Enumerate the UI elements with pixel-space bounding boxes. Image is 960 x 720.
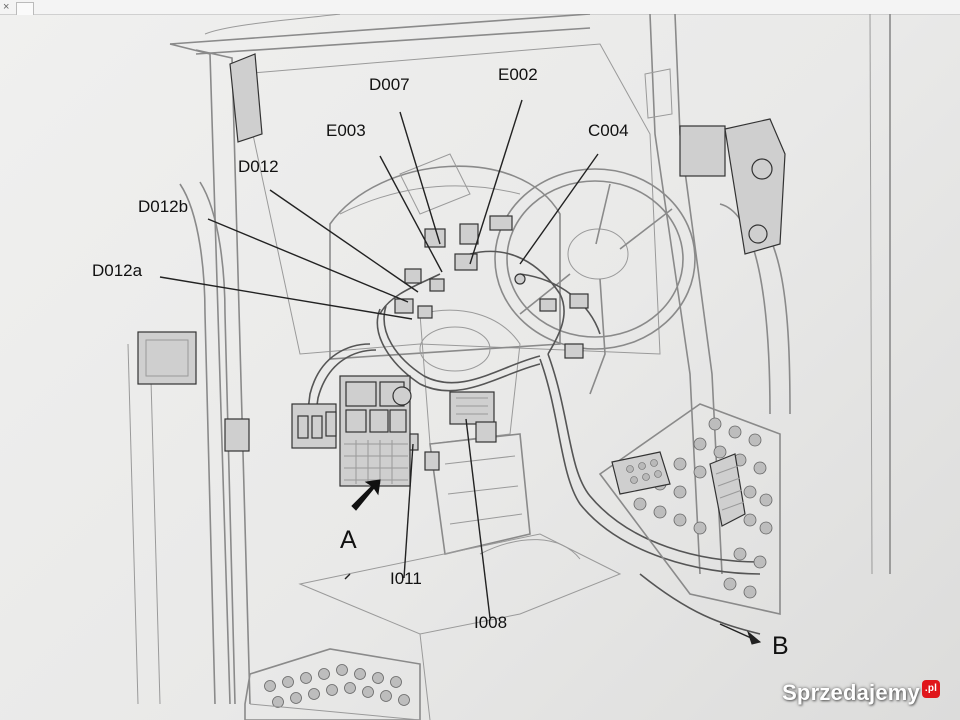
arrow-pointer-icon bbox=[351, 479, 381, 511]
callout-i008: I008 bbox=[474, 613, 507, 632]
window-titlebar: × bbox=[0, 0, 960, 15]
cab-frame bbox=[127, 14, 891, 705]
callout-a: A bbox=[340, 526, 357, 554]
callout-b: B bbox=[772, 632, 789, 660]
callout-i011: I011 bbox=[390, 569, 422, 588]
watermark-badge: .pl bbox=[922, 680, 940, 698]
floor-plate-left bbox=[244, 648, 421, 720]
callout-e003: E003 bbox=[326, 121, 366, 140]
callout-e002: E002 bbox=[498, 65, 538, 84]
close-icon[interactable]: × bbox=[3, 1, 10, 13]
callout-d012b: D012b bbox=[138, 197, 188, 216]
cab-floor bbox=[249, 533, 622, 720]
callout-d012a: D012a bbox=[92, 261, 143, 280]
fuse-box bbox=[291, 375, 440, 511]
callout-d007: D007 bbox=[369, 75, 410, 94]
watermark-text: Sprzedajemy bbox=[782, 680, 920, 705]
connector-cluster-i008 bbox=[449, 391, 497, 443]
callout-d012: D012 bbox=[238, 157, 279, 176]
floor-plate-right bbox=[598, 403, 781, 615]
watermark-logo: Sprzedajemy.pl bbox=[782, 680, 940, 706]
callout-leaders bbox=[159, 99, 762, 645]
connector-cluster-top bbox=[394, 215, 589, 359]
callout-labels: D007 E002 E003 C004 D012 D012b D012a A I… bbox=[92, 65, 789, 660]
page-tab-icon[interactable] bbox=[16, 2, 34, 15]
callout-c004: C004 bbox=[588, 121, 629, 140]
cab-wiring-diagram: D007 E002 E003 C004 D012 D012b D012a A I… bbox=[92, 14, 891, 720]
steering-wheel bbox=[494, 168, 696, 395]
